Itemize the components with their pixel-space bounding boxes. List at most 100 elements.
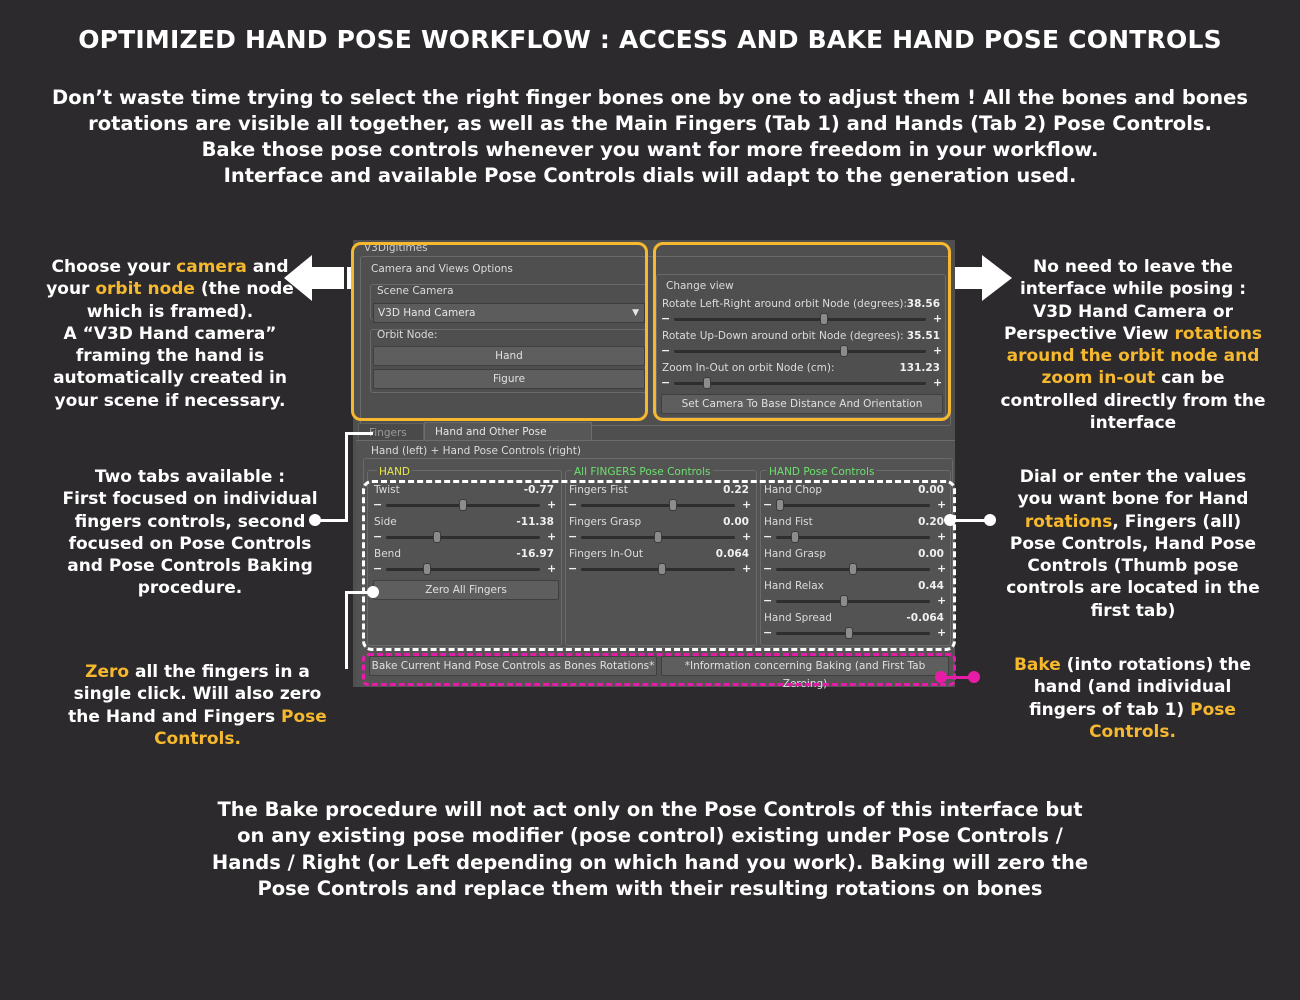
handpose-track[interactable] [776,627,930,639]
camera-views-label: Camera and Views Options [369,263,515,275]
view-knob[interactable] [703,377,711,389]
hand-knob[interactable] [423,563,431,575]
handpose-track[interactable] [776,531,930,543]
view-value[interactable]: 131.23 [899,362,940,374]
view-value[interactable]: 38.56 [906,298,940,310]
handpose-track[interactable] [776,595,930,607]
plus-icon[interactable]: + [547,562,557,575]
minus-icon[interactable]: − [763,562,773,575]
handpose-value[interactable]: -0.064 [906,612,944,624]
hand-knob[interactable] [459,499,467,511]
plus-icon[interactable]: + [937,594,947,607]
baking-info-button[interactable]: *Information concerning Baking (and Firs… [661,656,949,690]
note-camera: Choose your camera and your orbit node (… [46,257,294,411]
handpose-value[interactable]: 0.20 [918,516,944,528]
tab-fingers[interactable]: Fingers [358,423,424,441]
view-track[interactable] [674,345,926,357]
finger-track[interactable] [581,499,735,511]
hand-value[interactable]: -11.38 [516,516,554,528]
chevron-down-icon: ▼ [632,308,639,318]
plus-icon[interactable]: + [933,344,943,357]
handpose-value[interactable]: 0.44 [918,580,944,592]
plus-icon[interactable]: + [937,530,947,543]
handpose-value[interactable]: 0.00 [918,484,944,496]
handpose-knob[interactable] [845,627,853,639]
orbit-node-label: Orbit Node: [377,329,438,341]
connector-line [945,676,975,679]
plus-icon[interactable]: + [937,498,947,511]
handpose-value[interactable]: 0.00 [918,548,944,560]
set-camera-button[interactable]: Set Camera To Base Distance And Orientat… [661,394,943,414]
finger-label: Fingers Fist [569,484,628,496]
handpose-knob[interactable] [849,563,857,575]
view-track[interactable] [674,313,926,325]
bake-pose-controls-button[interactable]: Bake Current Hand Pose Controls as Bones… [369,656,657,676]
bottom-line: The Bake procedure will not act only on … [217,798,1083,821]
finger-track[interactable] [581,531,735,543]
plus-icon[interactable]: + [933,312,943,325]
view-knob[interactable] [840,345,848,357]
plus-icon[interactable]: + [742,562,752,575]
finger-knob[interactable] [669,499,677,511]
plus-icon[interactable]: + [937,562,947,575]
view-track[interactable] [674,377,926,389]
view-value[interactable]: 35.51 [906,330,940,342]
finger-knob[interactable] [658,563,666,575]
hand-value[interactable]: -0.77 [523,484,554,496]
minus-icon[interactable]: − [661,344,671,357]
minus-icon[interactable]: − [568,562,578,575]
plus-icon[interactable]: + [547,530,557,543]
minus-icon[interactable]: − [661,376,671,389]
minus-icon[interactable]: − [568,530,578,543]
minus-icon[interactable]: − [763,626,773,639]
intro-line: rotations are visible all together, as w… [88,112,1212,135]
handpose-label: Hand Chop [764,484,823,496]
highlight-camera-options [351,242,648,421]
tab-hand-pose-controls[interactable]: Hand and Other Pose Controls [424,422,592,456]
bottom-line: on any existing pose modifier (pose cont… [237,824,1063,848]
handpose-knob[interactable] [776,499,784,511]
minus-icon[interactable]: − [661,312,671,325]
finger-value[interactable]: 0.00 [723,516,749,528]
handpose-label: Hand Relax [764,580,824,592]
connector-dot [968,671,980,683]
orbit-figure-button[interactable]: Figure [373,369,645,389]
plus-icon[interactable]: + [742,530,752,543]
hand-knob[interactable] [433,531,441,543]
minus-icon[interactable]: − [763,498,773,511]
hand-track[interactable] [386,531,540,543]
hand-track[interactable] [386,499,540,511]
plus-icon[interactable]: + [937,626,947,639]
hand-value[interactable]: -16.97 [516,548,554,560]
handpose-track[interactable] [776,563,930,575]
view-knob[interactable] [820,313,828,325]
finger-track[interactable] [581,563,735,575]
handpose-track[interactable] [776,499,930,511]
handpose-knob[interactable] [840,595,848,607]
note-zero: Zero all the fingers in a single click. … [68,662,327,749]
scene-camera-select[interactable]: V3D Hand Camera ▼ [373,303,645,323]
plus-icon[interactable]: + [742,498,752,511]
scene-camera-value: V3D Hand Camera [378,307,476,319]
handpose-knob[interactable] [791,531,799,543]
plus-icon[interactable]: + [933,376,943,389]
intro-line: Interface and available Pose Controls di… [223,164,1077,187]
connector-dot [309,514,321,526]
finger-knob[interactable] [654,531,662,543]
orbit-hand-button[interactable]: Hand [373,346,645,366]
minus-icon[interactable]: − [373,498,383,511]
highlight-pose-controls [362,480,956,651]
finger-value[interactable]: 0.064 [715,548,749,560]
hand-track[interactable] [386,563,540,575]
minus-icon[interactable]: − [568,498,578,511]
minus-icon[interactable]: − [373,562,383,575]
hand-label: Twist [374,484,400,496]
minus-icon[interactable]: − [763,530,773,543]
note-tabs: Two tabs available : First focused on in… [62,467,318,599]
minus-icon[interactable]: − [763,594,773,607]
plus-icon[interactable]: + [547,498,557,511]
minus-icon[interactable]: − [373,530,383,543]
zero-all-fingers-button[interactable]: Zero All Fingers [373,580,559,600]
finger-value[interactable]: 0.22 [723,484,749,496]
handpose-label: Hand Spread [764,612,832,624]
